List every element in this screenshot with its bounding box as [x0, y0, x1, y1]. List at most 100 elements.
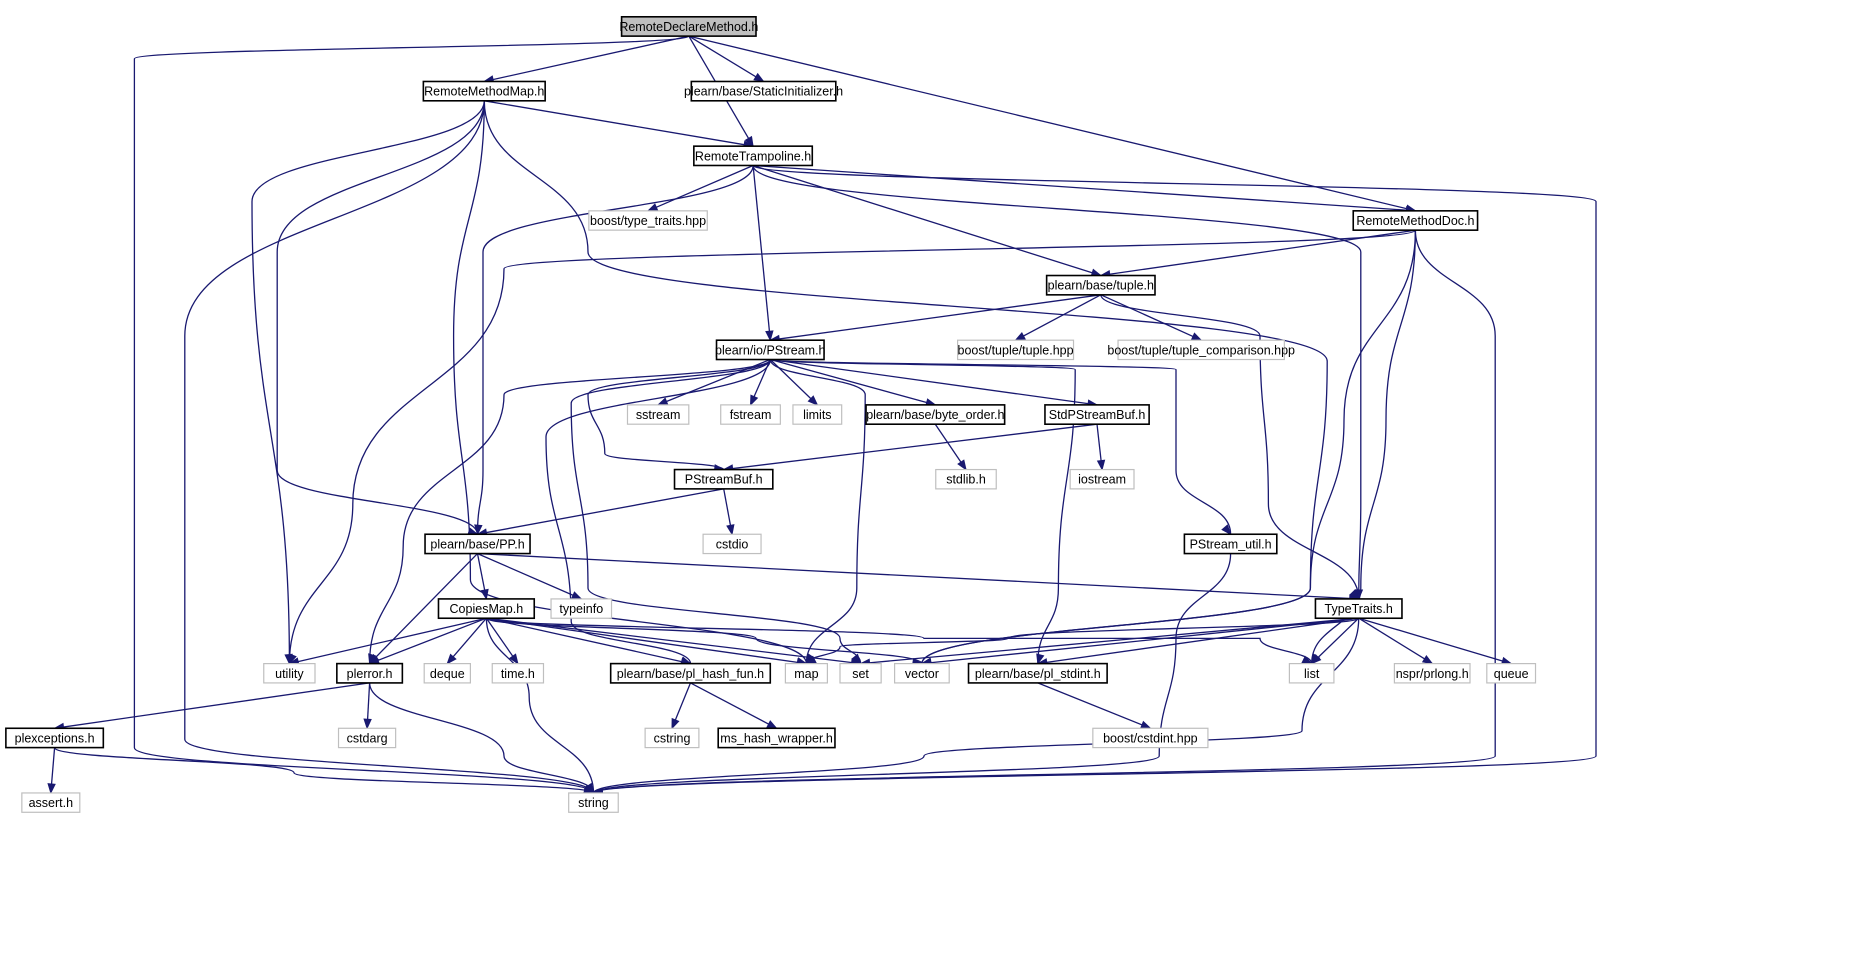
node-PStream[interactable]: plearn/io/PStream.h	[715, 339, 826, 361]
node-label: limits	[803, 408, 831, 422]
edge-line	[647, 164, 754, 212]
edge-line	[368, 358, 771, 664]
edge-arrowhead	[646, 203, 659, 212]
node-box	[620, 15, 757, 37]
node-box	[1069, 468, 1135, 490]
edge-arrowhead	[656, 397, 669, 406]
node-type_traits: boost/type_traits.hpp	[588, 210, 708, 231]
edge-line	[921, 617, 1359, 665]
edge-plexceptions-to-string	[53, 746, 595, 797]
edge-arrowhead	[288, 653, 297, 665]
node-label: iostream	[1078, 473, 1126, 487]
edge-arrowhead	[1421, 655, 1434, 665]
edge-line	[54, 682, 370, 729]
node-label: boost/cstdint.hpp	[1103, 731, 1198, 745]
node-box	[437, 598, 536, 620]
edge-tuple_h-to-tuple_hpp	[1014, 294, 1102, 341]
node-box	[784, 662, 829, 684]
node-label: plearn/base/tuple.h	[1048, 279, 1154, 293]
node-RemoteMethodMap[interactable]: RemoteMethodMap.h	[422, 80, 546, 102]
edge-CopiesMap-to-list	[485, 617, 1313, 665]
edge-TypeTraits-to-pl_stdint	[1036, 617, 1359, 667]
node-PStreamBuf[interactable]: PStreamBuf.h	[673, 468, 774, 490]
edge-arrowhead	[807, 395, 819, 406]
edge-line	[484, 100, 754, 147]
node-label: plearn/base/PP.h	[430, 537, 524, 551]
node-RemoteDeclareMethod[interactable]: RemoteDeclareMethod.h	[619, 15, 758, 37]
node-plerror[interactable]: plerror.h	[336, 662, 404, 684]
node-box	[717, 727, 836, 749]
edge-line	[476, 165, 754, 535]
edge-line	[769, 358, 1076, 664]
edge-line	[770, 358, 936, 406]
node-byte_order[interactable]: plearn/base/byte_order.h	[865, 404, 1006, 426]
node-cstdint: boost/cstdint.hpp	[1092, 727, 1209, 749]
node-label: RemoteMethodMap.h	[424, 85, 544, 99]
edge-line	[486, 617, 691, 665]
node-box	[865, 404, 1006, 426]
edge-TypeTraits-to-queue	[1358, 617, 1513, 665]
node-box	[491, 662, 545, 684]
edge-arrowhead	[570, 591, 583, 600]
node-TypeTraits[interactable]: TypeTraits.h	[1314, 598, 1403, 620]
node-RemoteTrampoline[interactable]: RemoteTrampoline.h	[693, 145, 814, 167]
node-box	[21, 792, 81, 813]
node-queue: queue	[1486, 662, 1537, 684]
edge-CopiesMap-to-map	[486, 617, 808, 667]
edge-line	[484, 35, 689, 83]
edge-line	[1037, 682, 1151, 729]
edge-arrowhead	[1096, 459, 1106, 471]
edge-line	[688, 35, 1416, 212]
node-PP[interactable]: plearn/base/PP.h	[424, 533, 531, 555]
node-box	[1393, 662, 1471, 684]
edge-line	[545, 359, 771, 664]
node-label: map	[794, 667, 818, 681]
node-cstring: cstring	[644, 727, 700, 749]
edge-line	[769, 359, 866, 664]
node-box	[5, 727, 105, 749]
node-label: typeinfo	[559, 602, 603, 616]
node-label: boost/tuple/tuple.hpp	[958, 343, 1074, 357]
edge-line	[1037, 617, 1359, 665]
node-ms_hash_wrapper[interactable]: ms_hash_wrapper.h	[717, 727, 836, 749]
edge-line	[485, 618, 595, 794]
edge-arrowhead	[446, 653, 457, 665]
node-label: plearn/base/byte_order.h	[866, 408, 1004, 422]
edge-arrowhead	[1310, 653, 1322, 665]
node-tuple_h[interactable]: plearn/base/tuple.h	[1045, 274, 1156, 296]
node-pl_hash_fun[interactable]: plearn/base/pl_hash_fun.h	[609, 662, 772, 684]
edge-arrowhead	[744, 135, 754, 148]
node-label: utility	[275, 667, 304, 681]
node-pl_stdint[interactable]: plearn/base/pl_stdint.h	[967, 662, 1108, 684]
edge-RemoteDeclareMethod-to-StaticInitializer	[688, 35, 765, 83]
edge-line	[368, 682, 595, 794]
node-PStream_util[interactable]: PStream_util.h	[1183, 533, 1278, 555]
edge-line	[477, 553, 582, 600]
node-label: set	[852, 667, 869, 681]
node-CopiesMap[interactable]: CopiesMap.h	[437, 598, 536, 620]
node-plexceptions[interactable]: plexceptions.h	[5, 727, 105, 749]
node-box	[1117, 339, 1285, 361]
node-box	[422, 80, 546, 102]
edge-CopiesMap-to-utility	[288, 617, 487, 666]
node-StdPStreamBuf[interactable]: StdPStreamBuf.h	[1044, 404, 1150, 426]
node-time_h: time.h	[491, 662, 545, 684]
node-box	[1288, 662, 1335, 684]
node-tuple_comparison: boost/tuple/tuple_comparison.hpp	[1107, 339, 1295, 361]
edge-arrowhead	[749, 394, 759, 407]
node-box	[839, 662, 882, 684]
node-StaticInitializer[interactable]: plearn/base/StaticInitializer.h	[684, 80, 843, 102]
node-list: list	[1288, 662, 1335, 684]
edge-line	[723, 423, 1098, 471]
edge-tuple_h-to-tuple_comparison	[1100, 294, 1203, 341]
node-label: CopiesMap.h	[450, 602, 524, 616]
node-label: TypeTraits.h	[1325, 602, 1393, 616]
node-RemoteMethodDoc[interactable]: RemoteMethodDoc.h	[1352, 210, 1479, 231]
node-box	[609, 662, 772, 684]
node-label: fstream	[730, 408, 772, 422]
edge-TypeTraits-to-list	[1310, 617, 1360, 665]
edge-line	[570, 359, 862, 664]
edge-line	[921, 230, 1417, 664]
node-fstream: fstream	[720, 404, 781, 425]
edge-pl_hash_fun-to-ms_hash_wrapper	[690, 682, 778, 729]
